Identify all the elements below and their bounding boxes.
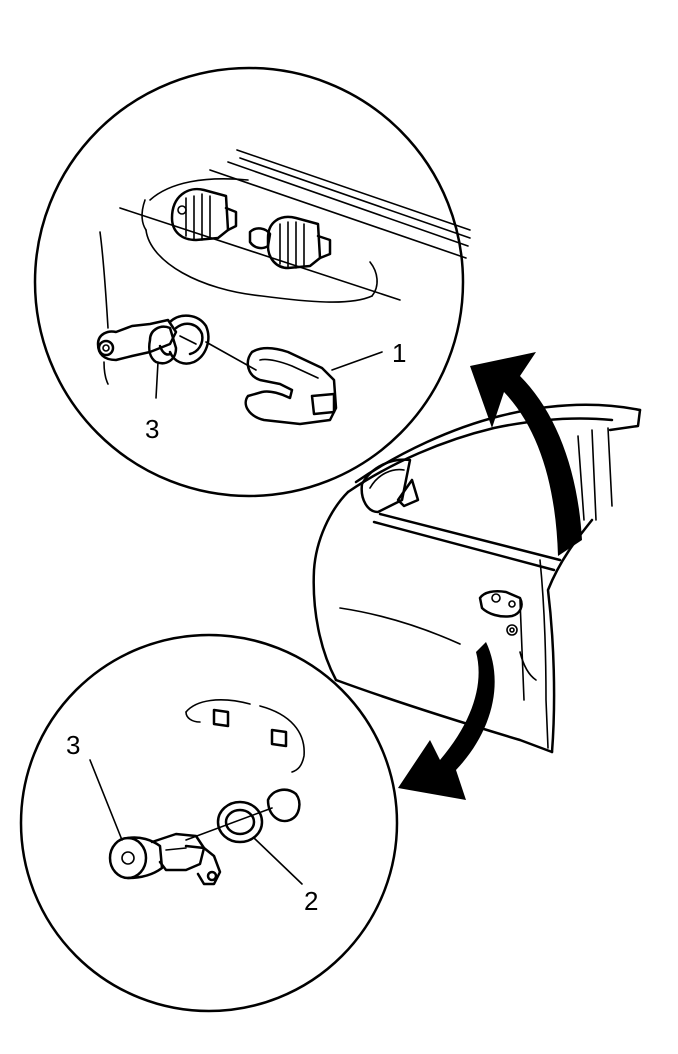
lock-cylinder-assembly-bottom — [108, 832, 222, 886]
assembly-guide-line-bottom — [185, 807, 273, 841]
callout-2-leader — [253, 837, 303, 885]
callout-1-leader — [331, 351, 383, 371]
callout-3-bottom-leader — [89, 759, 123, 841]
door-hole — [266, 788, 301, 823]
door-panel-opening — [185, 699, 305, 773]
lock-cylinder-assembly-top — [96, 314, 210, 385]
retainer-clip-top — [244, 347, 338, 426]
callout-3-top-leader — [155, 361, 159, 399]
gasket-bottom — [216, 800, 264, 844]
door-edge-lines — [119, 149, 471, 303]
callout-2-label: 2 — [304, 886, 318, 916]
vehicle-door — [312, 403, 642, 754]
outside-handle-clip-right — [248, 215, 332, 270]
bottom-detail-circle — [19, 633, 399, 1013]
upper-curved-arrow — [470, 352, 582, 556]
lower-curved-arrow — [398, 642, 495, 800]
rod-left — [99, 231, 109, 329]
top-detail-view: 1 3 — [33, 66, 471, 498]
bottom-detail-view: 3 2 — [19, 633, 399, 1013]
callout-3-bottom-label: 3 — [66, 730, 80, 760]
callout-3-top-label: 3 — [145, 414, 159, 444]
callout-1-label: 1 — [392, 338, 406, 368]
outside-handle-clip-left — [170, 187, 238, 242]
top-detail-circle — [33, 66, 465, 498]
